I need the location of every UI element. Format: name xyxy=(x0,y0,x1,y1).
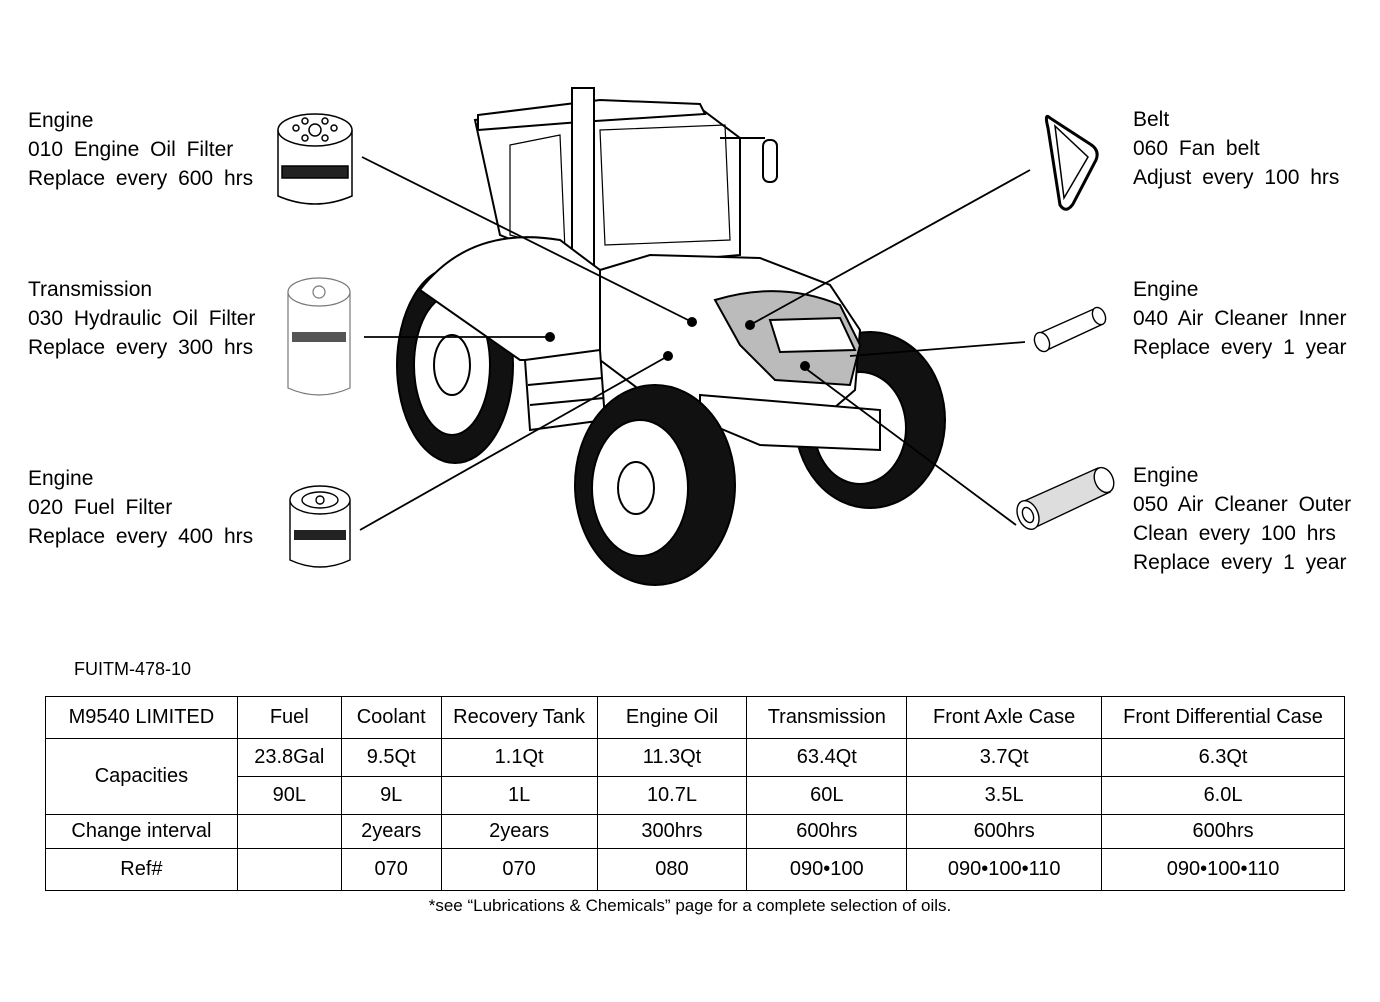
table-cell: 3.7Qt xyxy=(906,738,1103,777)
table-row: Change interval 2years 2years 300hrs 600… xyxy=(45,814,1345,849)
table-row: Capacities 23.8Gal 9.5Qt 1.1Qt 11.3Qt 63… xyxy=(45,738,1345,815)
fan-belt-icon xyxy=(1044,114,1099,211)
leader-dots xyxy=(545,317,810,371)
callout-part: 040 Air Cleaner Inner xyxy=(1133,307,1347,330)
header-cell: Front Axle Case xyxy=(906,696,1103,739)
hydraulic-oil-filter-icon xyxy=(287,277,351,396)
ref-label: Ref# xyxy=(45,848,238,891)
header-cell: Front Differential Case xyxy=(1101,696,1345,739)
table-cell: 090•100 xyxy=(746,848,908,891)
table-cell: 600hrs xyxy=(746,814,908,849)
callout-air-cleaner-outer: Engine 050 Air Cleaner Outer Clean every… xyxy=(1133,461,1351,577)
table-cell: 6.3Qt xyxy=(1101,738,1345,777)
callout-system: Engine xyxy=(28,467,94,490)
callout-part: 030 Hydraulic Oil Filter xyxy=(28,307,256,330)
air-cleaner-inner-icon xyxy=(1033,306,1107,353)
table-cell: 090•100•110 xyxy=(1101,848,1345,891)
footnote: *see “Lubrications & Chemicals” page for… xyxy=(428,896,952,915)
table-cell: 070 xyxy=(440,848,598,891)
callout-fuel-filter: Engine 020 Fuel Filter Replace every 400… xyxy=(28,464,253,551)
engine-oil-filter-icon xyxy=(277,113,353,205)
header-cell: Engine Oil xyxy=(596,696,748,739)
table-cell: 23.8Gal xyxy=(236,738,342,777)
figure-code: FUITM-478-10 xyxy=(74,659,192,679)
callout-service: Adjust every 100 hrs xyxy=(1133,166,1340,189)
header-cell: Recovery Tank xyxy=(440,696,598,739)
callout-system: Engine xyxy=(28,109,94,132)
callout-part: 010 Engine Oil Filter xyxy=(28,138,234,161)
callout-system: Belt xyxy=(1133,108,1170,131)
table-cell: 9.5Qt xyxy=(340,738,442,777)
table-cell: 600hrs xyxy=(1101,814,1345,849)
table-cell: 1L xyxy=(440,776,598,815)
air-cleaner-outer-icon xyxy=(1016,466,1115,530)
table-cell xyxy=(236,848,342,891)
table-cell: 10.7L xyxy=(596,776,748,815)
fuel-filter-icon xyxy=(289,485,351,568)
tractor-drawing xyxy=(396,87,946,586)
callout-service: Replace every 400 hrs xyxy=(28,525,254,548)
header-cell: Coolant xyxy=(340,696,442,739)
callout-fan-belt: Belt 060 Fan belt Adjust every 100 hrs xyxy=(1133,105,1339,192)
table-cell: 1.1Qt xyxy=(440,738,598,777)
table-cell: 2years xyxy=(440,814,598,849)
leader-lines xyxy=(359,156,1031,531)
table-cell: 080 xyxy=(596,848,748,891)
table-cell: 11.3Qt xyxy=(596,738,748,777)
callout-service-secondary: Replace every 1 year xyxy=(1133,551,1347,574)
header-cell: Transmission xyxy=(746,696,908,739)
callout-system: Transmission xyxy=(28,278,153,301)
callout-part: 050 Air Cleaner Outer xyxy=(1133,493,1352,516)
table-cell: 3.5L xyxy=(906,776,1103,815)
callout-air-cleaner-inner: Engine 040 Air Cleaner Inner Replace eve… xyxy=(1133,275,1346,362)
callout-part: 060 Fan belt xyxy=(1133,137,1260,160)
table-cell: 090•100•110 xyxy=(906,848,1103,891)
callout-engine-oil-filter: Engine 010 Engine Oil Filter Replace eve… xyxy=(28,106,253,193)
table-cell: 90L xyxy=(236,776,342,815)
table-cell: 60L xyxy=(746,776,908,815)
table-cell xyxy=(236,814,342,849)
table-cell: 2years xyxy=(340,814,442,849)
callout-part: 020 Fuel Filter xyxy=(28,496,173,519)
table-cell: 070 xyxy=(340,848,442,891)
table-row: 90L 9L 1L 10.7L 60L 3.5L 6.0L xyxy=(46,776,1345,815)
header-cell: Fuel xyxy=(236,696,342,739)
table-cell: 63.4Qt xyxy=(746,738,908,777)
capacity-table: M9540 LIMITED Fuel Coolant Recovery Tank… xyxy=(45,696,1345,891)
callout-service: Replace every 300 hrs xyxy=(28,336,254,359)
callout-service: Clean every 100 hrs xyxy=(1133,522,1336,545)
tractor-maintenance-illustration xyxy=(277,87,1115,586)
model-cell: M9540 LIMITED xyxy=(45,696,238,739)
table-row: Ref# 070 070 080 090•100 090•100•110 090… xyxy=(45,848,1345,891)
callout-service: Replace every 600 hrs xyxy=(28,167,254,190)
callout-system: Engine xyxy=(1133,278,1199,301)
callout-service: Replace every 1 year xyxy=(1133,336,1347,359)
table-cell: 9L xyxy=(340,776,442,815)
table-cell: 300hrs xyxy=(596,814,748,849)
capacities-label: Capacities xyxy=(45,738,238,815)
table-header-row: M9540 LIMITED Fuel Coolant Recovery Tank… xyxy=(45,696,1345,739)
callout-system: Engine xyxy=(1133,464,1199,487)
interval-label: Change interval xyxy=(45,814,238,849)
callout-hydraulic-oil-filter: Transmission 030 Hydraulic Oil Filter Re… xyxy=(28,275,255,362)
table-cell: 6.0L xyxy=(1101,776,1345,815)
table-cell: 600hrs xyxy=(906,814,1103,849)
